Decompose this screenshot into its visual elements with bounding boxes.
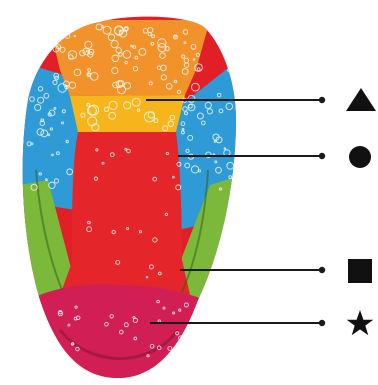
triangle-icon [346,88,376,111]
papilla-dot [14,143,16,145]
line-star-end-dot [319,320,325,326]
papilla-dot [27,83,30,86]
papilla-dot [21,86,24,89]
papilla-dot [66,28,69,31]
papilla-dot [27,74,31,78]
circle-icon [349,146,371,168]
papilla-dot [19,111,21,113]
star-icon [347,310,374,335]
papilla-dot [20,108,22,110]
region-center [60,132,190,295]
line-square-end-dot [319,267,325,273]
region-tip [20,284,210,385]
line-triangle-end-dot [319,97,325,103]
papilla-dot [64,24,69,29]
square-icon [348,259,372,283]
papilla-dot [13,126,17,130]
papilla-dot [21,67,27,73]
papilla-dot [16,99,20,103]
papilla-dot [29,68,33,72]
legend-symbols [346,88,376,335]
papilla-dot [18,105,22,109]
papilla-dot [231,71,233,73]
line-circle-end-dot [319,153,325,159]
